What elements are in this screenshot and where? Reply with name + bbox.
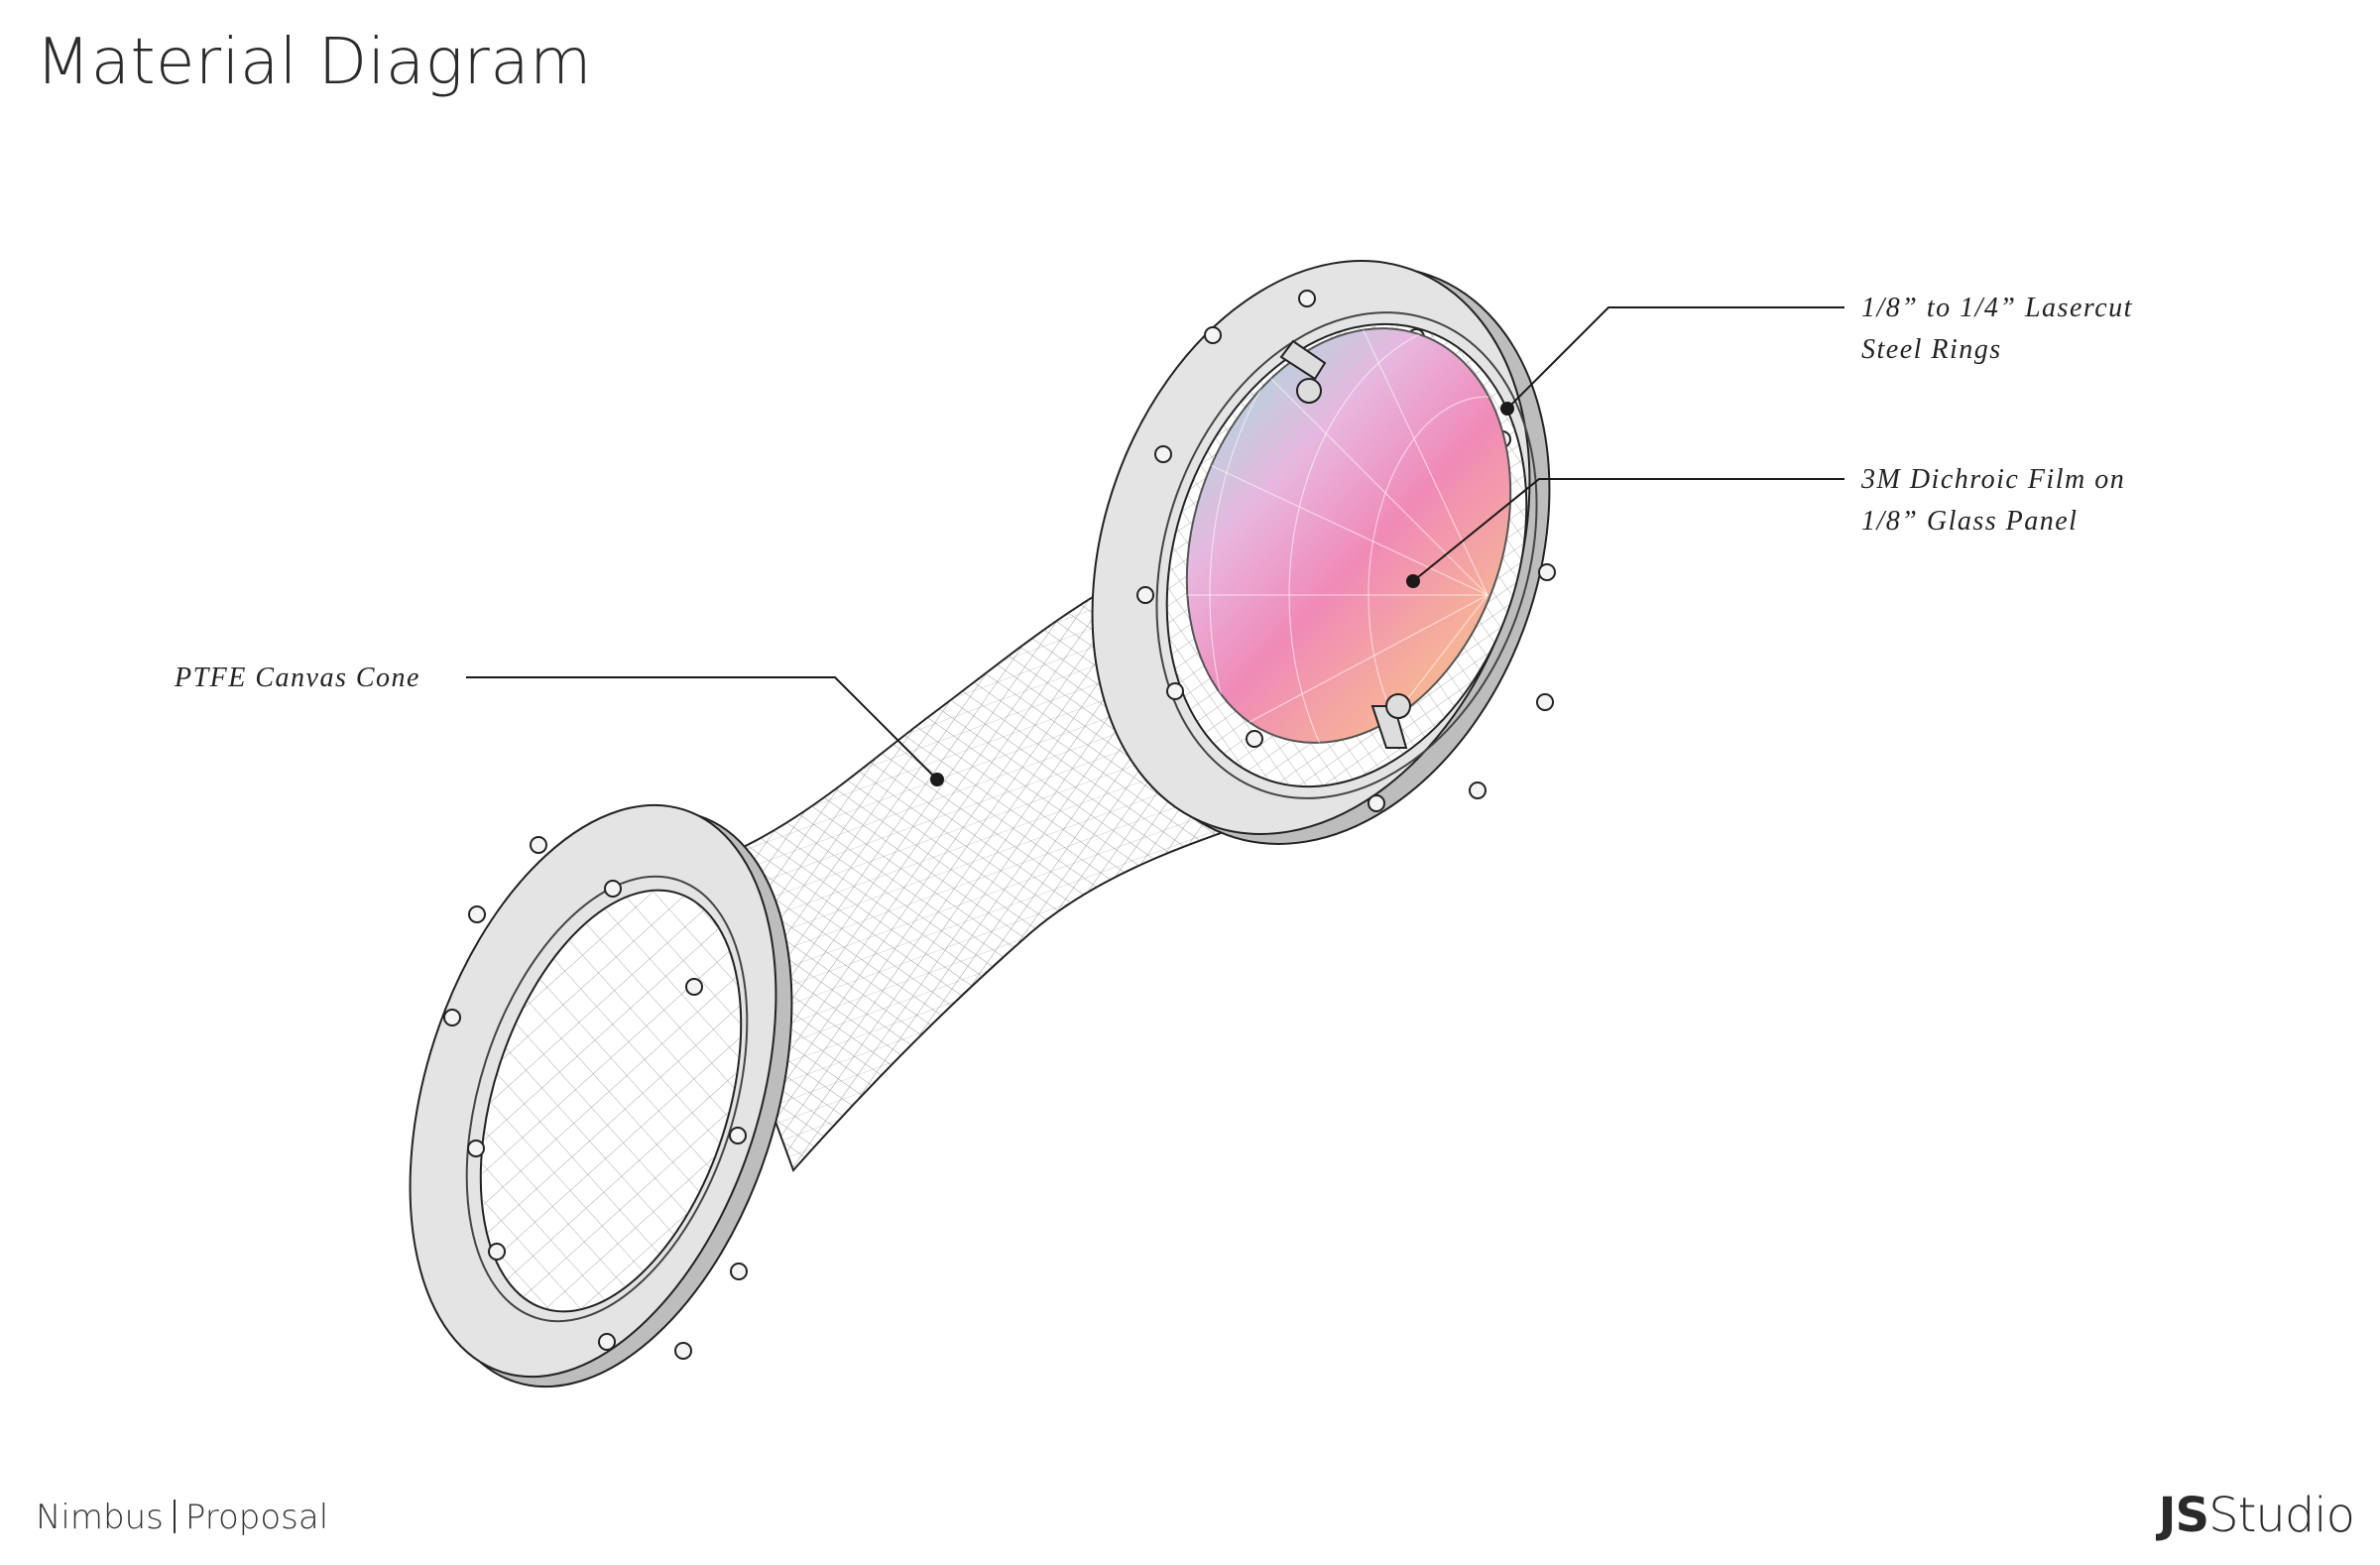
- cone-leader-dot: [930, 773, 944, 786]
- footer-project-label: Nimbus Proposal: [36, 1498, 328, 1537]
- callout-steel-rings: 1/8” to 1/4” Lasercut Steel Rings: [1861, 288, 2133, 371]
- callout-steel-rings-line2: Steel Rings: [1861, 334, 2002, 365]
- footer-project: Nimbus: [36, 1498, 164, 1537]
- bottom-steel-ring: [409, 803, 793, 1388]
- callout-ptfe-cone-line1: PTFE Canvas Cone: [175, 662, 420, 693]
- page-title: Material Diagram: [36, 26, 592, 99]
- brand-logo: JSStudio: [2158, 1488, 2355, 1543]
- leader-lines: [466, 306, 1844, 781]
- callout-dichroic-film-line1: 3M Dichroic Film on: [1861, 464, 2126, 495]
- footer-doc-type: Proposal: [184, 1498, 329, 1537]
- film-leader-dot: [1406, 574, 1420, 588]
- callout-steel-rings-line1: 1/8” to 1/4” Lasercut: [1861, 293, 2133, 323]
- dichroic-film-panel: [1130, 282, 1567, 789]
- brand-initials: JS: [2158, 1488, 2209, 1543]
- rings-leader-dot: [1500, 402, 1514, 416]
- callout-dichroic-film: 3M Dichroic Film on 1/8” Glass Panel: [1861, 459, 2125, 542]
- footer-separator: [173, 1500, 176, 1533]
- film-leader: [1412, 478, 1844, 582]
- rings-leader: [1506, 306, 1844, 410]
- cone-leader: [466, 676, 938, 781]
- callout-ptfe-cone: PTFE Canvas Cone: [175, 658, 420, 699]
- brand-name: Studio: [2208, 1488, 2355, 1543]
- callout-dichroic-film-line2: 1/8” Glass Panel: [1861, 506, 2079, 537]
